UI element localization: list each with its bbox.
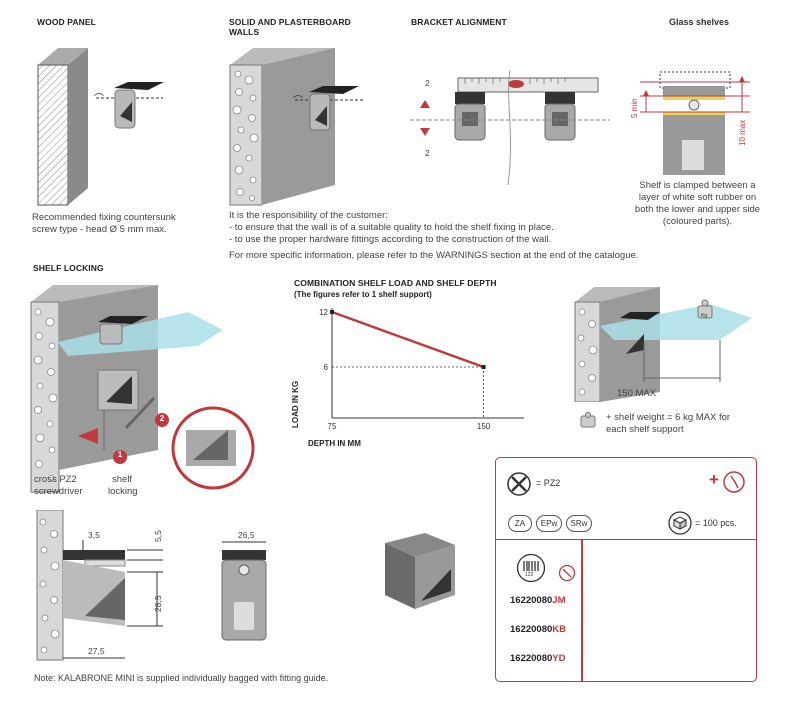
wood-panel-caption-1: Recommended fixing countersunk (32, 212, 176, 223)
locking-label-2: locking (108, 486, 138, 497)
chart-series-line (331, 310, 485, 369)
dim-3-5: 3,5 (88, 530, 100, 540)
chart-x-tick-label: 75 (328, 422, 337, 431)
screwdriver-spec-label: = PZ2 (536, 478, 561, 488)
step-2-badge: 2 (159, 414, 165, 423)
wood-panel-caption-2: screw type - head Ø 5 mm max. (32, 224, 167, 235)
barcode-digits: 123 (525, 572, 534, 578)
badge-epw: EPw (536, 515, 562, 532)
code-base: 16220080 (510, 595, 553, 606)
allen-key-icon (723, 471, 745, 493)
wood-panel-illustration: ⌒ (37, 48, 164, 206)
chart-y-tick-label: 6 (324, 363, 329, 372)
spec-box: = PZ2 + ZA EPw SRw = 100 pcs. 123 162200… (495, 457, 757, 682)
side-dimension-drawing (36, 510, 163, 661)
supply-note: Note: KALABRONE MINI is supplied individ… (34, 673, 329, 683)
weight-icon-label: Kg (701, 313, 708, 319)
shelf-load-illustration (574, 287, 752, 402)
shelf-locking-title: SHELF LOCKING (33, 263, 104, 273)
shelf-weight-caption-2: each shelf support (606, 424, 684, 435)
shelf-locking-illustration (30, 285, 255, 493)
pack-quantity-label: = 100 pcs. (695, 518, 737, 528)
solid-walls-title-1: SOLID AND PLASTERBOARD (229, 17, 351, 27)
glass-caption-1: Shelf is clamped between a (639, 180, 756, 191)
badge-srw: SRw (566, 515, 592, 532)
solid-walls-text-2: - to ensure that the wall is of a suitab… (229, 222, 554, 233)
chart-point (330, 310, 334, 314)
bracket-alignment-illustration (410, 70, 610, 185)
glass-dim-min: 5 min (630, 98, 639, 118)
chart-y-label: LOAD IN KG (291, 381, 300, 428)
chart-subtitle: (The figures refer to 1 shelf support) (294, 290, 432, 299)
code-row-3: 16220080YD (510, 653, 565, 664)
bracket-alignment-label-bottom: 2 (425, 148, 430, 158)
bracket-alignment-title: BRACKET ALIGNMENT (411, 17, 507, 27)
glass-caption-3: both the lower and upper side (634, 204, 761, 215)
locking-label-1: shelf (112, 474, 133, 485)
glass-shelves-illustration (640, 71, 750, 175)
glass-dim-max: 10 max (738, 119, 747, 146)
svg-text:⌒: ⌒ (94, 93, 104, 105)
spec-box-top (496, 458, 756, 540)
chart-title: COMBINATION SHELF LOAD AND SHELF DEPTH (294, 278, 497, 288)
chart-y-tick-label: 12 (319, 308, 328, 317)
shelf-depth-label: 150 MAX (617, 388, 657, 399)
pz-screw-icon (507, 472, 531, 496)
screwdriver-label-1: cross PZ2 (34, 474, 77, 485)
glass-caption-2: layer of white soft rubber on (638, 192, 757, 203)
dim-5-5: 5,5 (153, 530, 163, 542)
screwdriver-label-2: screwdriver (34, 486, 83, 497)
shelf-weight-caption-1: + shelf weight = 6 kg MAX for (606, 412, 731, 423)
solid-walls-title-2: WALLS (229, 27, 260, 37)
solid-walls-text-4: For more specific information, please re… (229, 250, 639, 261)
front-dimension-drawing (221, 541, 267, 641)
svg-text:⌒: ⌒ (293, 95, 303, 107)
package-icon (668, 511, 692, 535)
spec-box-divider (581, 540, 583, 681)
chart-point (481, 365, 486, 369)
product-photo (385, 533, 455, 609)
wood-panel-title: WOOD PANEL (37, 17, 96, 27)
solid-walls-text-1: It is the responsibility of the customer… (229, 210, 388, 221)
glass-shelves-title: Glass shelves (669, 17, 730, 27)
code-suffix: KB (552, 624, 567, 635)
solid-walls-text-3: - to use the proper hardware fittings ac… (229, 234, 552, 245)
chart-x-label: DEPTH IN MM (308, 439, 361, 448)
weight-icon (580, 412, 596, 428)
code-row-2: 16220080KB (510, 624, 566, 635)
bracket-alignment-label-top: 2 (425, 78, 430, 88)
badge-za: ZA (508, 515, 532, 532)
glass-caption-4: (coloured parts). (662, 216, 733, 227)
finish-swatch-icon (558, 564, 576, 582)
solid-wall-illustration: ⌒ (229, 48, 365, 206)
chart-x-tick-label: 150 (477, 422, 491, 431)
code-suffix: YD (552, 653, 566, 664)
plus-sign: + (709, 470, 719, 489)
code-row-1: 16220080JM (510, 595, 565, 606)
dim-27-5: 27,5 (88, 646, 105, 656)
load-chart: 75 150 6 12 DEPTH IN MM LOAD IN KG (291, 308, 524, 448)
code-base: 16220080 (510, 624, 553, 635)
code-suffix: JM (552, 595, 566, 606)
dim-26-5: 26,5 (238, 530, 255, 540)
code-base: 16220080 (510, 653, 553, 664)
step-1-badge: 1 (117, 450, 123, 459)
dim-28-5: 28,5 (153, 595, 163, 612)
barcode-icon (516, 553, 546, 583)
